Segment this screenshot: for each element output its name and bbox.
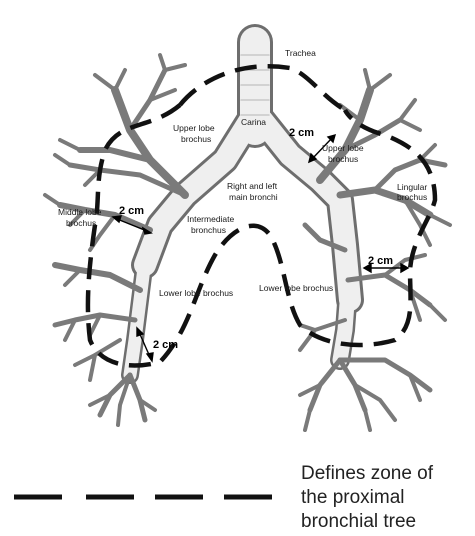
label-carina: Carina	[241, 117, 266, 127]
measure-upper-left: 2 cm	[289, 127, 314, 139]
label-intermediate-line2: bronchus	[191, 225, 226, 235]
middle-lobe-2cm-arrow	[111, 215, 153, 235]
legend-text-line1: Defines zone of	[301, 463, 434, 484]
measure-lower-right: 2 cm	[368, 255, 393, 267]
label-right-lower-lobe: Lower lobe brochus	[159, 288, 233, 298]
label-left-upper-lobe-line2: brochus	[328, 154, 358, 164]
label-middle-lobe-line2: brochus	[66, 218, 96, 228]
legend: Defines zone of the proximal bronchial t…	[14, 463, 434, 532]
measure-lower-left: 2 cm	[153, 339, 178, 351]
legend-text-line3: bronchial tree	[301, 511, 416, 532]
label-left-upper-lobe-line1: Upper lobe	[322, 143, 364, 153]
anatomy-labels: Trachea Carina Upper lobe brochus Upper …	[58, 48, 427, 298]
right-lung-zone-boundary	[85, 63, 438, 368]
label-main-bronchi-line2: main bronchi	[229, 192, 278, 202]
airway-fill	[123, 27, 361, 382]
measure-middle-lobe: 2 cm	[119, 205, 144, 217]
upper-left-2cm-arrow	[307, 133, 337, 164]
label-trachea: Trachea	[285, 48, 316, 58]
label-right-upper-lobe-line2: brochus	[181, 134, 211, 144]
label-intermediate-line1: Intermediate	[187, 214, 235, 224]
bronchial-tree-illustration	[43, 24, 452, 432]
label-lingular-line1: Lingular	[397, 182, 427, 192]
measurement-arrows	[111, 133, 410, 363]
proximal-zone-outline	[85, 63, 438, 368]
trachea-rings	[240, 54, 270, 116]
measurement-labels: 2 cm 2 cm 2 cm 2 cm	[119, 127, 393, 351]
label-main-bronchi-line1: Right and left	[227, 181, 278, 191]
legend-text-line2: the proximal	[301, 487, 405, 508]
label-left-lower-lobe: Lower lobe brochus	[259, 283, 333, 293]
label-right-upper-lobe-line1: Upper lobe	[173, 123, 215, 133]
lower-left-2cm-arrow	[136, 326, 154, 363]
lower-right-2cm-arrow	[362, 262, 410, 274]
peripheral-branches	[43, 53, 452, 432]
label-lingular-line2: brochus	[397, 192, 427, 202]
label-middle-lobe-line1: Middle lobe	[58, 207, 102, 217]
